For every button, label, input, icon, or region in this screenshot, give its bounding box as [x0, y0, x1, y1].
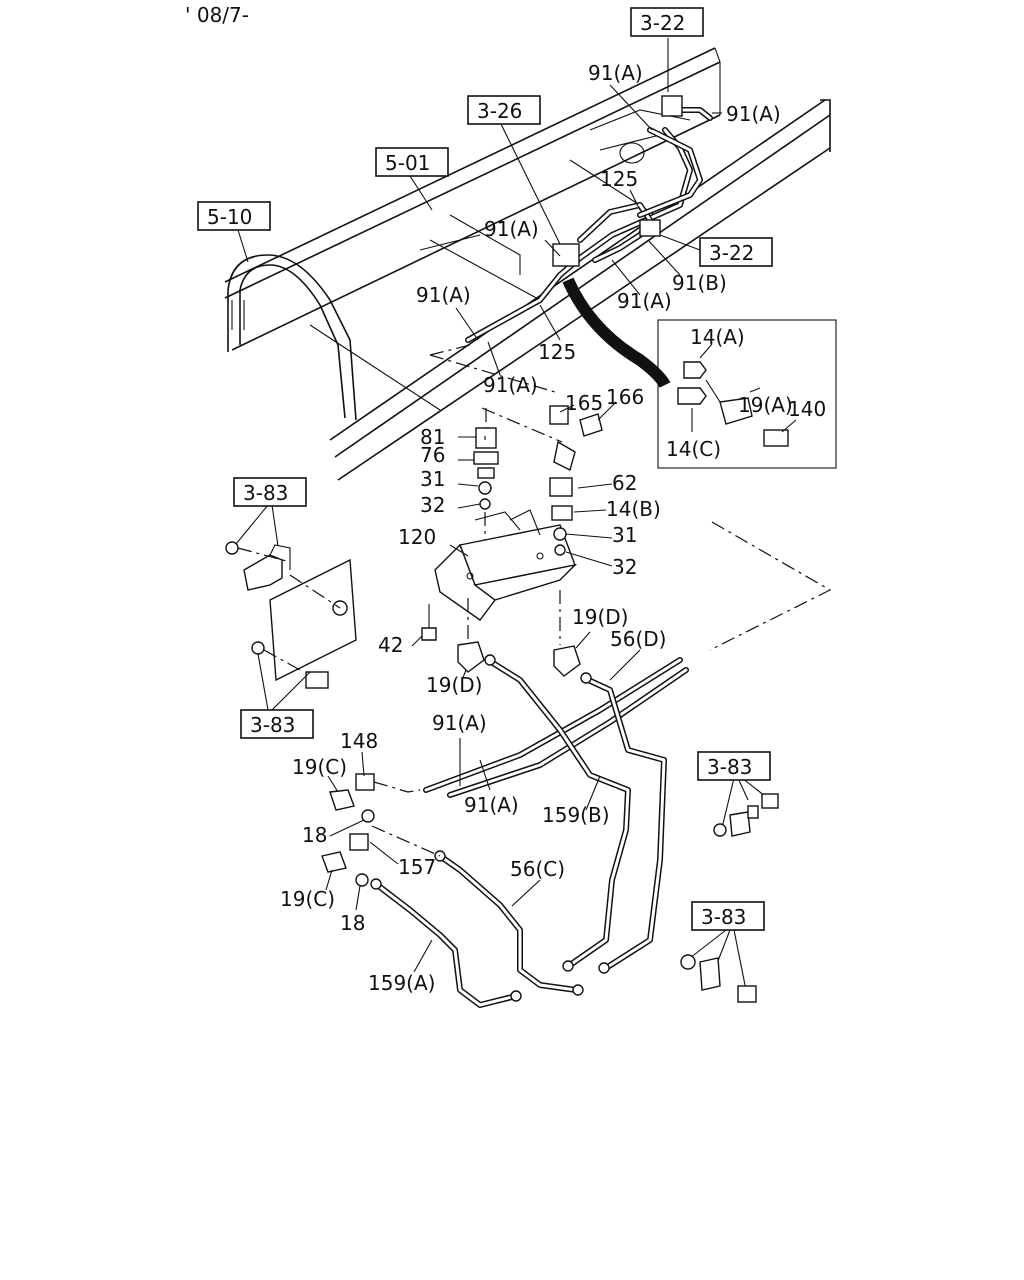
label-18-2: 18: [340, 911, 365, 935]
elbow-19c-1: [329, 789, 355, 811]
label-19d-2: 19(D): [572, 605, 628, 629]
part-76b: [477, 467, 495, 479]
ref-box-3-83-d[interactable]: 3-83: [691, 901, 765, 931]
label-165: 165: [565, 391, 603, 415]
washer-32-2: [554, 544, 566, 556]
ref-3-22-mid-label: 3-22: [709, 241, 754, 265]
label-91a-2: 91(A): [726, 102, 781, 126]
ref-3-83-d-label: 3-83: [701, 905, 746, 929]
bolt-42: [421, 627, 437, 641]
ref-3-26-label: 3-26: [477, 99, 522, 123]
ref-3-22-top-label: 3-22: [640, 11, 685, 35]
elbow-19d-2: [553, 645, 581, 677]
lower-piping: [321, 654, 689, 1008]
ref-box-3-22-mid[interactable]: 3-22: [699, 237, 773, 267]
part-81: [475, 427, 497, 449]
part-166: [579, 413, 603, 437]
ref-box-3-22-top[interactable]: 3-22: [630, 7, 704, 37]
label-19c-1: 19(C): [292, 755, 347, 779]
washer-32-1: [479, 498, 491, 510]
washer-31-2: [553, 527, 567, 541]
ref-box-3-26[interactable]: 3-26: [467, 95, 541, 125]
date-code: ' 08/7-: [185, 3, 249, 27]
clip-3-22-top: [661, 95, 683, 117]
label-31-1: 31: [420, 467, 445, 491]
label-14b: 14(B): [606, 497, 661, 521]
top-piping: [465, 95, 713, 388]
bolt-383-b: [305, 671, 329, 689]
label-91a-1: 91(A): [588, 61, 643, 85]
part-157: [349, 833, 369, 851]
label-18-1: 18: [302, 823, 327, 847]
label-166: 166: [606, 385, 644, 409]
label-56c: 56(C): [510, 857, 565, 881]
ref-5-01-label: 5-01: [385, 151, 430, 175]
part-62b: [549, 477, 573, 497]
part-76: [473, 451, 499, 465]
tee-19a: [719, 397, 753, 425]
part-62: [553, 440, 576, 472]
nut-383-b: [251, 641, 265, 655]
bracket-assembly: [421, 405, 603, 677]
right-clip-d: [680, 929, 757, 1003]
nut-18-2: [355, 873, 369, 887]
label-159b: 159(B): [542, 803, 610, 827]
label-91a-8: 91(A): [464, 793, 519, 817]
label-32-1: 32: [420, 493, 445, 517]
label-42: 42: [378, 633, 403, 657]
label-32-2: 32: [612, 555, 637, 579]
label-91a-6: 91(A): [483, 373, 538, 397]
part-148: [355, 773, 375, 791]
label-91b-1: 91(B): [672, 271, 727, 295]
label-91a-3: 91(A): [484, 217, 539, 241]
label-91a-7: 91(A): [432, 711, 487, 735]
label-14c: 14(C): [666, 437, 721, 461]
label-76: 76: [420, 443, 445, 467]
label-62: 62: [612, 471, 637, 495]
label-31-2: 31: [612, 523, 637, 547]
label-125-1: 125: [600, 167, 638, 191]
ref-box-3-83-c[interactable]: 3-83: [697, 751, 771, 781]
label-19c-2: 19(C): [280, 887, 335, 911]
ref-3-83-c-label: 3-83: [707, 755, 752, 779]
ref-3-83-b-label: 3-83: [250, 713, 295, 737]
label-81: 81: [420, 425, 445, 449]
ref-box-3-83-a[interactable]: 3-83: [233, 477, 307, 507]
label-120: 120: [398, 525, 436, 549]
fitting-14c: [677, 387, 707, 405]
clip-3-22: [639, 219, 661, 237]
label-140: 140: [788, 397, 826, 421]
inset-detail-box: [657, 319, 837, 469]
washer-31-1: [478, 481, 492, 495]
leaders-middle: [411, 401, 832, 681]
label-91a-5: 91(A): [416, 283, 471, 307]
nut-18-1: [361, 809, 375, 823]
ref-box-5-10[interactable]: 5-10: [197, 201, 271, 231]
elbow-19c-2: [321, 851, 347, 873]
label-56d: 56(D): [610, 627, 666, 651]
left-bracket: [225, 504, 357, 711]
valve-3-26: [552, 243, 580, 267]
label-157: 157: [398, 855, 436, 879]
right-clip-c: [713, 777, 779, 837]
fitting-14a: [683, 361, 707, 379]
bolt-140: [763, 429, 789, 447]
label-19d-1: 19(D): [426, 673, 482, 697]
label-125-2: 125: [538, 340, 576, 364]
elbow-19d-1: [457, 641, 485, 673]
leaders-top: [237, 38, 722, 393]
ref-box-5-01[interactable]: 5-01: [375, 147, 449, 177]
label-19a: 19(A): [738, 393, 793, 417]
ref-5-10-label: 5-10: [207, 205, 252, 229]
ref-3-83-a-label: 3-83: [243, 481, 288, 505]
leaders-lower: [325, 738, 601, 973]
label-148: 148: [340, 729, 378, 753]
label-14a: 14(A): [690, 325, 745, 349]
ref-box-3-83-b[interactable]: 3-83: [240, 709, 314, 739]
label-91a-4: 91(A): [617, 289, 672, 313]
label-159a: 159(A): [368, 971, 435, 995]
fitting-14b: [551, 505, 573, 521]
